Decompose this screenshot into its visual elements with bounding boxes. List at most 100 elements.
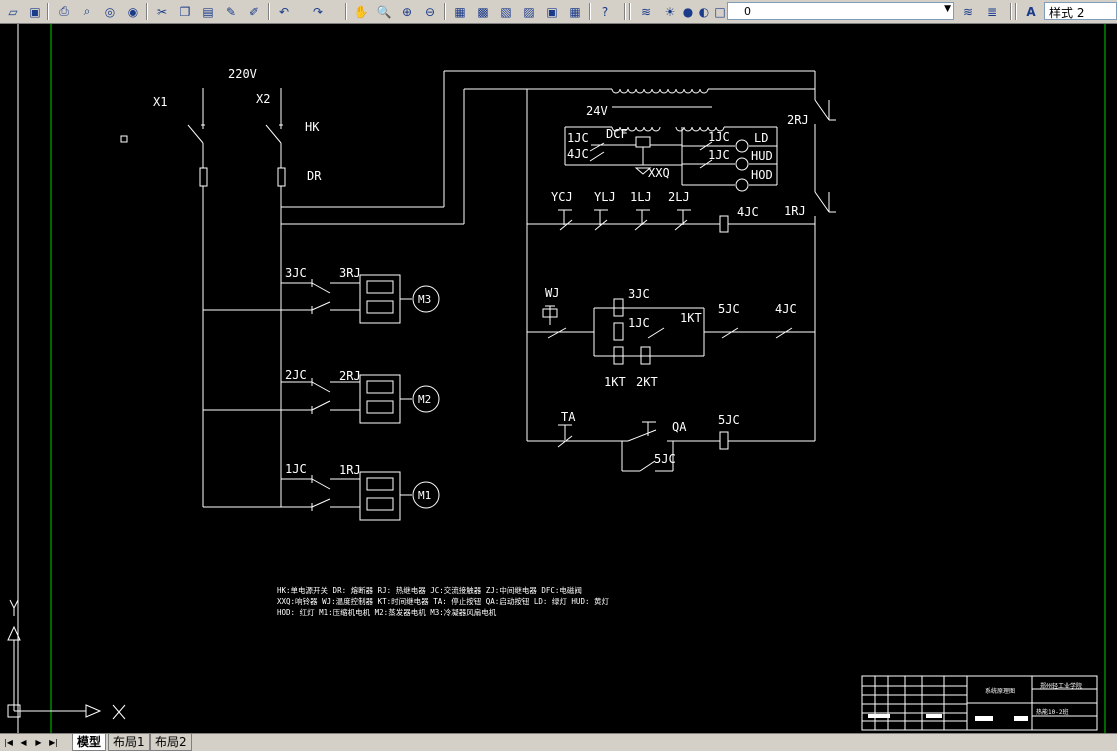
label-x1: X1 xyxy=(153,95,167,109)
legend-line-3: HOD: 红灯 M1:压缩机电机 M2:蒸发器电机 M3:冷凝器风扇电机 xyxy=(277,607,497,617)
copy-icon[interactable]: ❐ xyxy=(179,4,191,19)
first-tab-icon[interactable]: |◀ xyxy=(4,738,13,747)
layer-name: 0 xyxy=(744,5,751,18)
ucs-icon xyxy=(7,599,126,720)
undo-icon[interactable]: ↶ xyxy=(278,4,290,19)
help-icon[interactable]: ? xyxy=(601,4,609,19)
label-m2: M2 xyxy=(418,393,431,406)
legend-line-1: HK:单电源开关 DR: 熔断器 RJ: 热继电器 JC:交流接触器 ZJ:中间… xyxy=(277,585,582,595)
titleblock-center: 系统原理图 xyxy=(985,687,1015,695)
titleblock-right-top: 郑州轻工业学院 xyxy=(1040,682,1082,690)
label-dr: DR xyxy=(307,169,322,183)
label-1jc-m: 1JC xyxy=(285,462,307,476)
color-swatch-icon[interactable]: □ xyxy=(714,4,726,19)
lamp-hud xyxy=(735,157,749,171)
sun-icon[interactable]: ● xyxy=(682,4,694,19)
label-2kt: 2KT xyxy=(636,375,658,389)
label-4jc-c: 4JC xyxy=(775,302,797,316)
label-m3: M3 xyxy=(418,293,431,306)
label-ta: TA xyxy=(561,410,576,424)
lamp-hod xyxy=(735,178,749,192)
lock-icon[interactable]: ◐ xyxy=(698,4,710,19)
label-2rj: 2RJ xyxy=(787,113,809,127)
label-5jc-a: 5JC xyxy=(718,302,740,316)
label-2jc-m: 2JC xyxy=(285,368,307,382)
layer-manager-icon[interactable]: ≋ xyxy=(640,4,652,19)
motor-m2 xyxy=(412,385,440,413)
pan-icon[interactable]: ✋ xyxy=(353,4,369,19)
label-220v: 220V xyxy=(228,67,257,81)
legend-line-2: XXQ:响铃器 WJ:温度控制器 KT:时间继电器 TA: 停止按钮 QA:启动… xyxy=(277,596,609,606)
properties-icon[interactable]: ▦ xyxy=(454,4,466,19)
drawing-canvas[interactable]: 220V X1 X2 HK DR 24V 2RJ 1RJ 1JC DCF 4JC… xyxy=(0,24,1117,733)
print-icon[interactable]: ⎙ xyxy=(59,4,69,18)
sheet-set-icon[interactable]: ▨ xyxy=(523,4,535,19)
zoom-previous-icon[interactable]: ⊖ xyxy=(424,4,436,19)
label-hod: HOD xyxy=(751,168,773,182)
preview-icon[interactable]: ⌕ xyxy=(83,4,91,18)
label-hk: HK xyxy=(305,120,320,134)
design-center-icon[interactable]: ▩ xyxy=(477,4,489,19)
label-1jc-d: 1JC xyxy=(628,316,650,330)
label-3rj-m: 3RJ xyxy=(339,266,361,280)
calculator-icon[interactable]: ▦ xyxy=(569,4,581,19)
prev-tab-icon[interactable]: ◀ xyxy=(20,738,27,747)
standard-toolbar: ▱ ▣ ⎙ ⌕ ◎ ◉ ✂ ❐ ▤ ✎ ✐ ↶ ↷ ✋ 🔍 ⊕ ⊖ ▦ ▩ ▧ … xyxy=(0,0,1117,24)
label-m1: M1 xyxy=(418,489,431,502)
zoom-realtime-icon[interactable]: 🔍 xyxy=(376,4,392,19)
next-tab-icon[interactable]: ▶ xyxy=(35,738,42,747)
zoom-window-icon[interactable]: ⊕ xyxy=(401,4,413,19)
brush-icon[interactable]: ✐ xyxy=(248,4,260,19)
label-1jc-c: 1JC xyxy=(708,148,730,162)
bulb-icon[interactable]: ☀ xyxy=(664,4,676,19)
text-style-dropdown[interactable]: 样式 2 xyxy=(1044,2,1117,20)
control-circuit xyxy=(526,71,836,472)
label-hud: HUD xyxy=(751,149,773,163)
plot-icon[interactable]: ◉ xyxy=(127,4,139,19)
label-24v: 24V xyxy=(586,104,608,118)
label-1jc-a: 1JC xyxy=(567,131,589,145)
save-icon[interactable]: ▣ xyxy=(29,4,41,19)
label-dcf: DCF xyxy=(606,127,628,141)
publish-icon[interactable]: ◎ xyxy=(104,4,116,19)
layer-previous-icon[interactable]: ≋ xyxy=(962,4,974,19)
label-4jc-b: 4JC xyxy=(737,205,759,219)
chevron-down-icon: ▼ xyxy=(944,4,951,14)
label-ylj: YLJ xyxy=(594,190,616,204)
control-contacts xyxy=(542,141,793,448)
label-1rj: 1RJ xyxy=(784,204,806,218)
titleblock-right-bottom: 热能10-2班 xyxy=(1036,708,1068,716)
label-1lj: 1LJ xyxy=(630,190,652,204)
tab-layout1[interactable]: 布局1 xyxy=(108,734,150,751)
redo-icon[interactable]: ↷ xyxy=(312,4,324,19)
tab-model[interactable]: 模型 xyxy=(72,734,107,751)
label-2rj-m: 2RJ xyxy=(339,369,361,383)
motor-m3 xyxy=(412,285,440,313)
label-3jc-m: 3JC xyxy=(285,266,307,280)
label-ld: LD xyxy=(754,131,768,145)
tool-palettes-icon[interactable]: ▧ xyxy=(500,4,512,19)
label-1rj-m: 1RJ xyxy=(339,463,361,477)
label-xxq: XXQ xyxy=(648,166,670,180)
new-icon[interactable]: ▱ xyxy=(8,4,18,19)
label-1jc-b: 1JC xyxy=(708,130,730,144)
cut-icon[interactable]: ✂ xyxy=(156,4,168,19)
label-5jc-c: 5JC xyxy=(654,452,676,466)
lamp-ld xyxy=(735,139,749,153)
match-icon[interactable]: ✎ xyxy=(225,4,237,19)
label-ycj: YCJ xyxy=(551,190,573,204)
layer-dropdown[interactable]: 0 ▼ xyxy=(727,2,954,20)
label-qa: QA xyxy=(672,420,687,434)
last-tab-icon[interactable]: ▶| xyxy=(49,738,58,747)
text-style-icon[interactable]: A xyxy=(1026,4,1036,19)
title-block xyxy=(861,675,1098,731)
label-3jc-c: 3JC xyxy=(628,287,650,301)
motor-branches xyxy=(203,274,412,521)
tab-layout2[interactable]: 布局2 xyxy=(150,734,192,751)
layer-states-icon[interactable]: ≣ xyxy=(986,4,998,19)
text-style-name: 样式 2 xyxy=(1049,6,1085,20)
label-2lj: 2LJ xyxy=(668,190,690,204)
label-wj: WJ xyxy=(545,286,559,300)
markup-icon[interactable]: ▣ xyxy=(546,4,558,19)
paste-icon[interactable]: ▤ xyxy=(202,4,214,19)
